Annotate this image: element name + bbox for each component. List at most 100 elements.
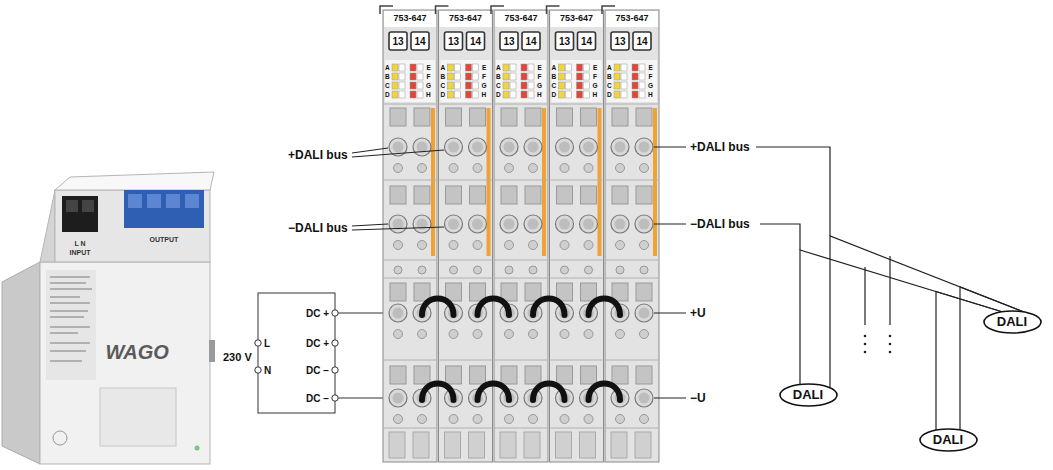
supply-outline: [258, 293, 335, 413]
test-opening: [640, 164, 649, 173]
module-housing: [550, 10, 604, 462]
release-button: [636, 366, 652, 384]
signal-name: +U: [690, 307, 706, 320]
release-button: [390, 108, 406, 126]
release-button: [414, 108, 430, 126]
channel-letter: H: [426, 91, 431, 98]
led-off: [639, 82, 645, 89]
module-divider: [440, 260, 492, 261]
led-panel: [385, 60, 435, 102]
release-button: [581, 186, 597, 204]
io-module: [436, 6, 493, 462]
channel-letter: E: [649, 64, 653, 71]
module-divider: [384, 278, 436, 279]
module-divider: [551, 278, 603, 279]
terminal-marking: L N: [75, 240, 86, 248]
terminal-clamp: [556, 138, 574, 156]
module-divider: [606, 104, 658, 105]
channel-letter: H: [593, 91, 598, 98]
release-button: [446, 186, 462, 204]
test-opening: [505, 164, 514, 173]
test-opening: [418, 415, 427, 424]
led-red: [521, 82, 527, 89]
led-off: [621, 82, 627, 89]
terminal-opening: [583, 219, 594, 230]
release-button: [557, 108, 573, 126]
test-opening: [418, 241, 427, 250]
terminal-clamp: [445, 215, 463, 233]
terminal-opening: [393, 219, 404, 230]
release-button: [390, 186, 406, 204]
fineprint-line: [50, 350, 86, 352]
test-opening: [584, 241, 593, 250]
release-button: [446, 366, 462, 384]
terminal-opening: [583, 142, 594, 153]
test-opening: [473, 241, 482, 250]
led-red: [410, 82, 416, 89]
led-off: [399, 73, 405, 80]
module-divider: [606, 260, 658, 261]
module-divider: [551, 104, 603, 105]
module-tab: [436, 6, 449, 14]
terminal-opening: [639, 393, 650, 404]
status-led: [195, 446, 200, 451]
fineprint-line: [50, 316, 84, 318]
dot: [889, 351, 892, 354]
dot: [864, 343, 867, 346]
channel-letter: E: [593, 64, 597, 71]
jumper-bridge: [533, 299, 565, 316]
led-yellow: [392, 91, 398, 98]
led-yellow: [448, 82, 454, 89]
terminal-opening: [528, 219, 539, 230]
channel-letter: F: [427, 73, 431, 80]
terminal-clamp: [524, 215, 542, 233]
io-modules: [380, 6, 659, 462]
marker-box: [500, 32, 518, 50]
module-divider: [495, 180, 547, 181]
bus-wire: [800, 236, 1024, 388]
terminal-opening: [559, 142, 570, 153]
terminal-clamp: [580, 138, 598, 156]
terminal-clamp: [611, 138, 629, 156]
led-off: [510, 82, 516, 89]
module-divider: [495, 278, 547, 279]
release-button: [446, 108, 462, 126]
bus-stub: [889, 256, 890, 325]
release-button: [501, 108, 517, 126]
module-housing: [383, 10, 437, 462]
orange-strip: [431, 108, 435, 256]
fineprint-line: [50, 288, 92, 290]
orange-strip: [542, 108, 546, 256]
terminal-point: [332, 310, 338, 316]
module-divider: [495, 104, 547, 105]
test-opening: [584, 330, 593, 339]
release-button: [525, 108, 541, 126]
jumper-bridge: [589, 384, 621, 401]
release-button: [612, 283, 628, 301]
device-label: DALI: [933, 433, 963, 447]
test-opening: [449, 330, 458, 339]
led-off: [621, 64, 627, 71]
led-red: [410, 73, 416, 80]
small-opening: [394, 266, 402, 274]
module-header: [384, 11, 436, 27]
dot: [864, 351, 867, 354]
marker-number: 14: [581, 36, 592, 47]
terminal-opening: [639, 142, 650, 153]
module-foot: [389, 432, 405, 458]
leader-line: [654, 313, 686, 314]
psu-step: [55, 190, 210, 262]
module-divider: [384, 180, 436, 181]
release-button: [501, 366, 517, 384]
led-off: [473, 91, 479, 98]
test-opening: [640, 415, 649, 424]
terminal-point: [332, 395, 338, 401]
led-panel: [607, 60, 657, 102]
led-yellow: [503, 73, 509, 80]
led-red: [466, 91, 472, 98]
led-yellow: [559, 73, 565, 80]
leader-line: [352, 224, 388, 226]
test-opening: [505, 241, 514, 250]
channel-letter: G: [537, 82, 542, 89]
